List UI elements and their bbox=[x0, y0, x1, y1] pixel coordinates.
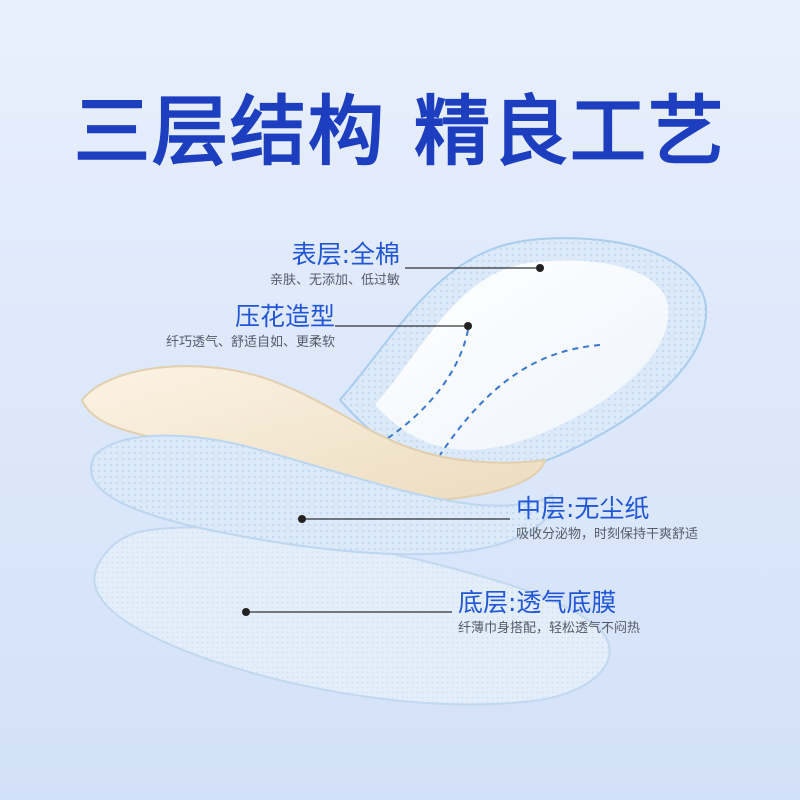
label-backsheet: 底层:透气底膜 纤薄巾身搭配，轻松透气不闷热 bbox=[458, 588, 640, 638]
label-desc: 纤薄巾身搭配，轻松透气不闷热 bbox=[458, 621, 641, 636]
layer-marker-dot bbox=[536, 264, 544, 272]
label-top-sheet: 表层:全棉 亲肤、无添加、低过敏 bbox=[270, 240, 400, 290]
label-desc: 吸收分泌物，时刻保持干爽舒适 bbox=[516, 527, 699, 542]
headline-part-1: 三层结构 bbox=[74, 87, 386, 176]
layer-marker-dot bbox=[464, 322, 472, 330]
label-desc: 纤巧透气、舒适自如、更柔软 bbox=[165, 335, 335, 350]
label-title: 压花造型 bbox=[234, 302, 335, 331]
headline-part-2: 精良工艺 bbox=[414, 87, 726, 176]
layer-marker-dot bbox=[298, 515, 306, 523]
label-emboss: 压花造型 纤巧透气、舒适自如、更柔软 bbox=[166, 302, 335, 352]
headline: 三层结构精良工艺 bbox=[0, 70, 800, 180]
label-title: 底层:透气底膜 bbox=[458, 588, 617, 617]
top-sheet-surface bbox=[375, 260, 669, 450]
layer-marker-dot bbox=[242, 608, 250, 616]
label-desc: 亲肤、无添加、低过敏 bbox=[269, 273, 400, 288]
middle-mesh-layer bbox=[89, 434, 555, 556]
label-core: 中层:无尘纸 吸收分泌物，时刻保持干爽舒适 bbox=[516, 494, 698, 544]
label-title: 表层:全棉 bbox=[291, 240, 400, 269]
emboss-channel-1 bbox=[384, 329, 469, 441]
emboss-channel-2 bbox=[439, 344, 601, 456]
label-title: 中层:无尘纸 bbox=[516, 494, 650, 523]
